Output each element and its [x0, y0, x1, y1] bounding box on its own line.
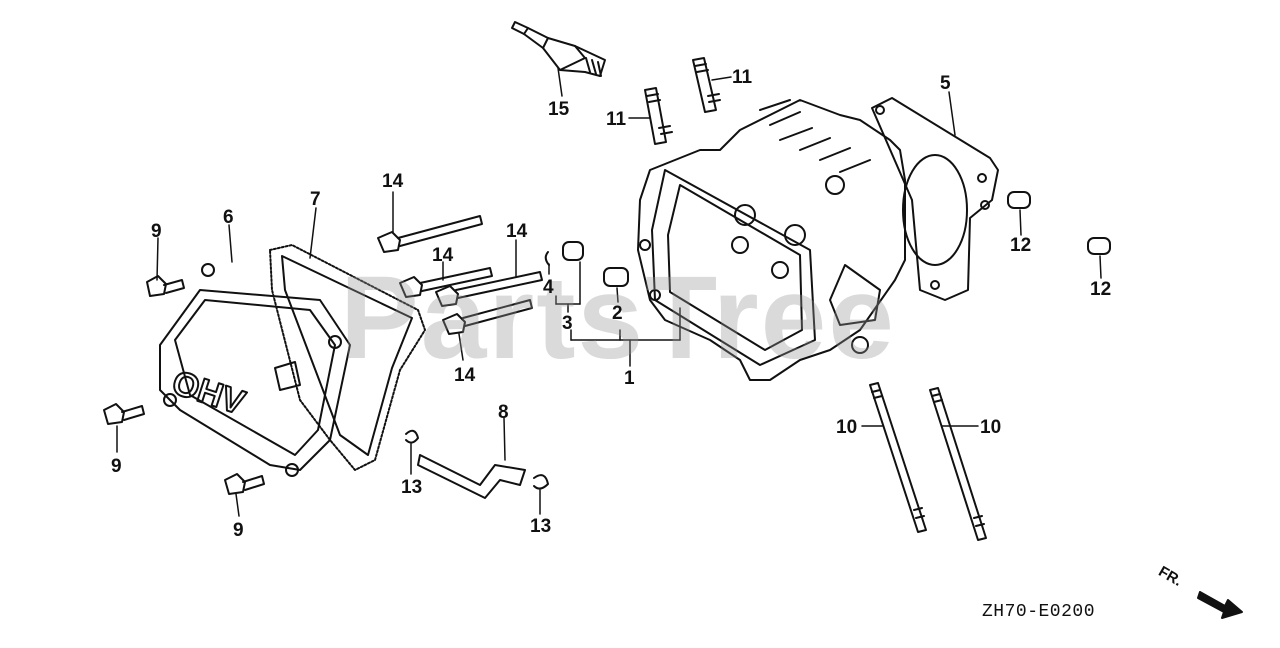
- tube-clip-a: [405, 429, 419, 444]
- flange-bolt-9-top: [146, 275, 185, 297]
- head-cover: OHV: [159, 263, 351, 477]
- bolt-14-mid2: [435, 271, 543, 307]
- callout-14-a: 14: [382, 171, 404, 192]
- callout-10-b: 10: [980, 417, 1002, 438]
- callout-11-upper: 11: [732, 67, 753, 88]
- dowel-pin-b: [1087, 237, 1111, 255]
- callout-12-a: 12: [1010, 235, 1032, 256]
- leader-lines: [116, 67, 1102, 517]
- callout-5: 5: [940, 73, 951, 94]
- valve-guide: [562, 241, 584, 261]
- callout-15: 15: [548, 99, 570, 120]
- cylinder-head: [637, 99, 906, 381]
- callout-14-b: 14: [432, 245, 454, 266]
- callout-9-bottom: 9: [233, 520, 244, 541]
- long-stud-a: [869, 382, 927, 533]
- callout-3: 3: [562, 313, 573, 334]
- callout-4: 4: [543, 277, 554, 298]
- callout-11-lower: 11: [606, 109, 627, 130]
- bolt-14-low: [442, 299, 533, 335]
- callout-14-d: 14: [454, 365, 476, 386]
- watermark: PartsTree: [340, 252, 896, 384]
- long-stud-b: [929, 387, 987, 541]
- stud-bolt-lower: [644, 87, 673, 145]
- callout-12-b: 12: [1090, 279, 1112, 300]
- head-cover-gasket: [269, 244, 426, 471]
- svg-text:OHV: OHV: [168, 363, 250, 422]
- callout-10-a: 10: [836, 417, 858, 438]
- bolt-14-top: [377, 215, 483, 253]
- callout-6: 6: [223, 207, 234, 228]
- callout-13-a: 13: [401, 477, 423, 498]
- callout-8: 8: [498, 402, 509, 423]
- flange-bolt-9-left: [103, 403, 145, 425]
- callout-9-top: 9: [151, 221, 162, 242]
- callout-9-left: 9: [111, 456, 122, 477]
- bolt-14-mid: [399, 267, 493, 298]
- valve-clip: [544, 251, 550, 266]
- callout-7: 7: [310, 189, 321, 210]
- flange-bolt-9-bottom: [224, 473, 265, 495]
- callout-13-b: 13: [530, 516, 552, 537]
- dowel-pin-2: [603, 267, 629, 287]
- spark-plug: [511, 21, 606, 77]
- drawing-code: ZH70-E0200: [982, 602, 1096, 622]
- dowel-pin-a: [1007, 191, 1031, 209]
- callout-1: 1: [624, 368, 635, 389]
- tube-clip-b: [533, 474, 549, 490]
- head-gasket: [871, 97, 999, 301]
- callout-2: 2: [612, 303, 623, 324]
- stud-bolt-upper: [692, 57, 721, 113]
- front-direction-arrow: [1197, 591, 1243, 619]
- callout-14-c: 14: [506, 221, 528, 242]
- breather-tube: [417, 454, 526, 499]
